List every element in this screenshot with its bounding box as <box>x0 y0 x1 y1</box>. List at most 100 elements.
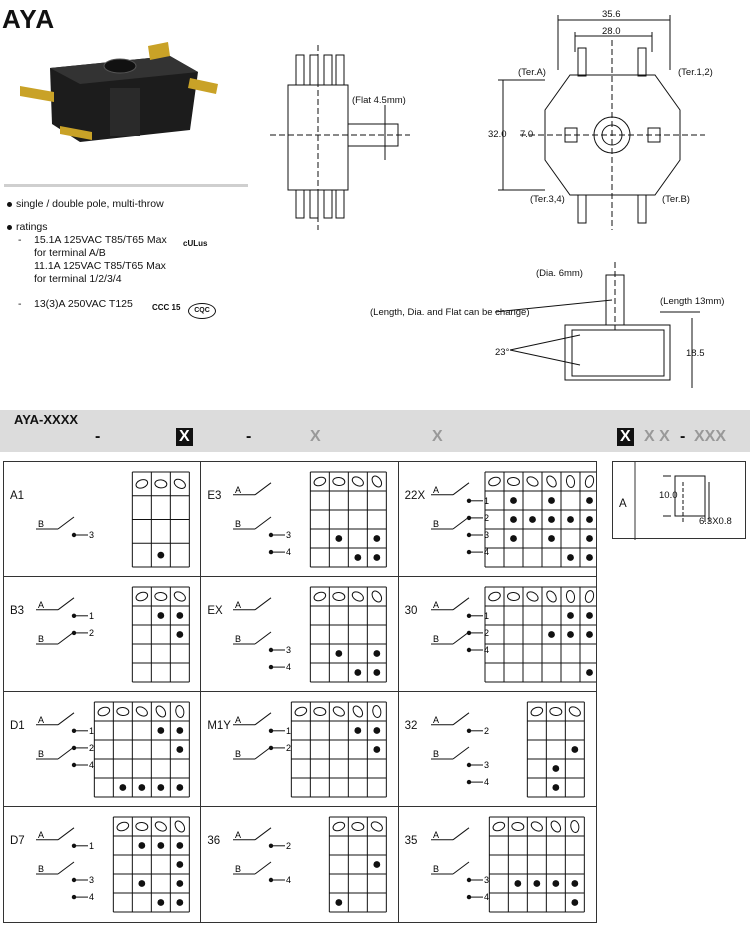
shaft-dia-label: (Dia. 6mm) <box>536 268 583 279</box>
circuit-id: B3 <box>10 604 25 617</box>
rating-line: for terminal A/B <box>34 247 106 259</box>
terminal-number: 2 <box>89 628 94 638</box>
terminal-number: 3 <box>484 760 489 770</box>
pole-label: B <box>38 519 44 529</box>
circuit-id: D1 <box>10 719 25 732</box>
knob-position-icon <box>97 706 111 717</box>
ter-12-label: (Ter.1,2) <box>678 67 713 78</box>
switch-arm <box>452 631 469 645</box>
terminal-number: 4 <box>89 760 94 770</box>
terminal-width-dim: 6.3X0.8 <box>699 516 732 527</box>
switch-arm <box>255 712 272 726</box>
pole-label: A <box>433 600 439 610</box>
cqc-mark: CQC <box>188 303 216 319</box>
technical-drawings <box>270 15 705 388</box>
circuit-id: EX <box>207 604 223 617</box>
switch-arm <box>255 516 272 530</box>
knob-position-icon <box>530 706 543 717</box>
terminal-number: 1 <box>89 726 94 736</box>
switch-arm <box>57 597 75 611</box>
contact-dot <box>176 861 184 868</box>
knob-position-icon <box>173 591 186 602</box>
contact-dot <box>373 727 381 734</box>
knob-position-icon <box>332 821 346 832</box>
contact-dot <box>176 746 184 753</box>
ccc-mark: CCC 15 <box>152 303 181 312</box>
knob-position-icon <box>545 590 557 603</box>
knob-position-icon <box>371 590 383 603</box>
code-pos-1: X <box>176 428 193 446</box>
contact-dot <box>585 497 593 504</box>
contact-dot <box>176 612 184 619</box>
contact-dot <box>509 497 517 504</box>
terminal-number: 1 <box>484 611 489 621</box>
switching-diagram: B3 <box>36 471 190 568</box>
contact-dot <box>552 784 559 791</box>
circuit-id: 30 <box>404 604 418 617</box>
pole-label: B <box>38 864 44 874</box>
terminal-number: 2 <box>286 841 291 851</box>
knob-position-icon <box>155 705 167 718</box>
contact-dot <box>373 554 381 561</box>
rating-line: 15.1A 125VAC T85/T65 Max <box>6 234 256 247</box>
terminal-number: 1 <box>89 611 94 621</box>
code-pos-2: X <box>310 428 321 445</box>
contact-dot <box>354 727 362 734</box>
switch-arm <box>452 482 469 496</box>
switch-arm <box>255 482 272 496</box>
code-pos-3: X <box>432 428 443 445</box>
contact-dot <box>373 535 381 542</box>
contact-dot <box>585 554 593 561</box>
knob-position-icon <box>371 821 384 832</box>
knob-position-icon <box>135 479 149 489</box>
contact-dot <box>571 746 578 753</box>
circuit-id: A1 <box>10 489 25 502</box>
switch-arm <box>452 746 469 760</box>
pole-label: A <box>433 715 439 725</box>
pole-label: B <box>235 749 241 759</box>
terminal-number: 4 <box>286 547 291 557</box>
shaft-length-label: (Length 13mm) <box>660 296 725 307</box>
terminal-number: 4 <box>484 777 489 787</box>
circuit-id: M1Y <box>207 719 231 732</box>
contact-dot <box>157 727 165 734</box>
knob-position-icon <box>487 591 501 602</box>
knob-position-icon <box>550 820 561 833</box>
terminal-box: A 10.0 6.3X0.8 <box>612 461 746 540</box>
switch-arm <box>452 712 469 726</box>
pole-label: B <box>433 864 439 874</box>
terminal-number: 3 <box>286 530 291 540</box>
code-dash: - <box>680 428 686 445</box>
knob-position-icon <box>154 821 167 832</box>
pole-label: B <box>433 519 439 529</box>
knob-position-icon <box>549 706 562 717</box>
knob-position-icon <box>154 479 168 489</box>
contact-dot <box>566 631 574 638</box>
contact-dot <box>514 880 521 887</box>
product-photo <box>20 42 218 142</box>
switch-arm <box>452 827 469 841</box>
knob-position-icon <box>154 591 168 602</box>
rating-line: for terminal 1/2/3/4 <box>34 273 122 285</box>
knob-position-icon <box>568 706 581 717</box>
knob-position-icon <box>174 820 186 833</box>
knob-position-icon <box>506 476 520 487</box>
switch-arm <box>452 861 469 875</box>
knob-position-icon <box>545 475 557 488</box>
knob-position-icon <box>333 706 346 717</box>
contact-dot <box>566 612 574 619</box>
switch-arm <box>255 746 272 760</box>
rating-line: 11.1A 125VAC T85/T65 Max <box>34 260 166 272</box>
knob-position-icon <box>492 821 505 832</box>
